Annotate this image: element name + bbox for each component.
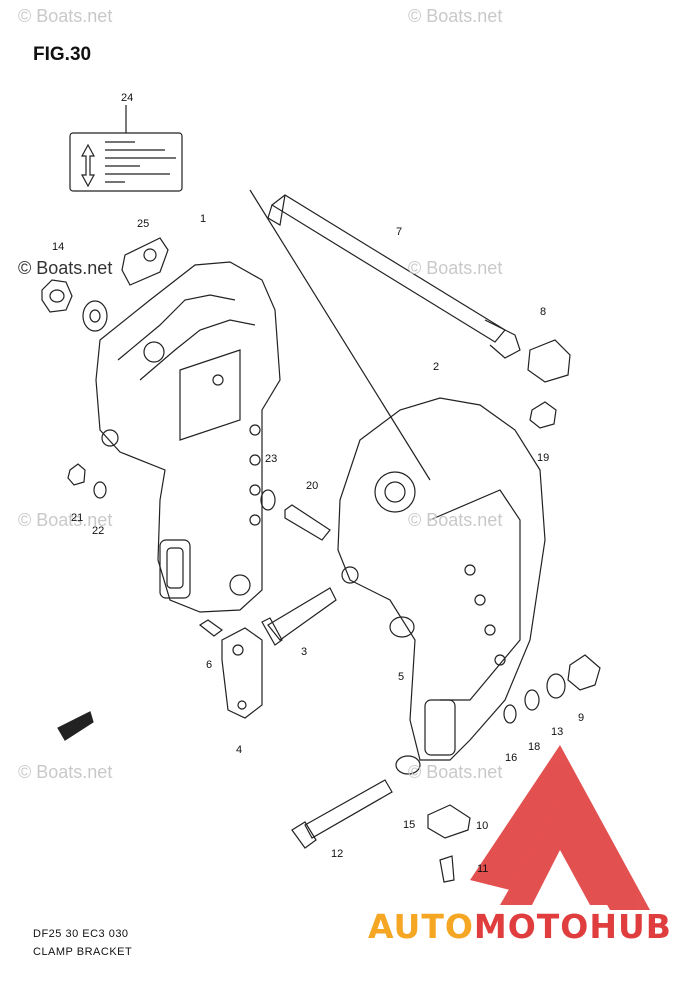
watermark: © Boats.net bbox=[408, 258, 503, 278]
callout-1: 1 bbox=[200, 213, 207, 225]
bolt-12 bbox=[304, 779, 393, 839]
callout-5: 5 bbox=[398, 671, 405, 683]
callout-22: 22 bbox=[92, 525, 105, 537]
callout-9: 9 bbox=[578, 712, 585, 724]
watermark: © Boats.net bbox=[18, 6, 113, 26]
clamp-bracket-left bbox=[95, 261, 281, 613]
callout-23: 23 bbox=[265, 453, 278, 465]
callout-11: 11 bbox=[477, 863, 489, 875]
washer-15 bbox=[395, 755, 421, 775]
plate-25 bbox=[121, 237, 169, 286]
watermark: © Boats.net bbox=[18, 762, 113, 782]
brand-logo: AUTOMOTOHUB bbox=[368, 907, 672, 946]
washer-23 bbox=[260, 489, 276, 511]
callout-15: 15 bbox=[403, 819, 416, 831]
callout-16: 16 bbox=[505, 752, 518, 764]
brand-logo-part1: AUTO bbox=[368, 907, 474, 946]
callout-2: 2 bbox=[433, 361, 440, 373]
cap-9 bbox=[567, 654, 601, 691]
washer-22 bbox=[93, 481, 107, 499]
callout-4: 4 bbox=[236, 744, 243, 756]
arrow-up-down-icon bbox=[80, 143, 96, 188]
block-10 bbox=[427, 804, 471, 839]
nut-8 bbox=[527, 339, 571, 383]
watermark: © Boats.net bbox=[408, 510, 503, 530]
nut-19 bbox=[529, 401, 557, 429]
callout-7: 7 bbox=[396, 226, 403, 238]
watermark: © Boats.net bbox=[408, 762, 503, 782]
washer-18 bbox=[524, 689, 540, 711]
callout-8: 8 bbox=[540, 306, 547, 318]
watermark: © Boats.net bbox=[18, 258, 113, 278]
bushing-13 bbox=[546, 673, 566, 699]
callout-20: 20 bbox=[306, 480, 319, 492]
washer-5 bbox=[389, 616, 415, 638]
callout-6: 6 bbox=[206, 659, 213, 671]
watermark: © Boats.net bbox=[18, 510, 113, 530]
logo-mark bbox=[470, 745, 650, 910]
figure-title: FIG.30 bbox=[33, 44, 92, 65]
callout-19: 19 bbox=[537, 452, 550, 464]
callout-13: 13 bbox=[551, 726, 564, 738]
pin-6 bbox=[198, 619, 224, 637]
diagram-name: CLAMP BRACKET bbox=[33, 946, 133, 958]
clamp-bracket-right bbox=[337, 397, 546, 761]
washer-14 bbox=[82, 300, 108, 332]
watermark: © Boats.net bbox=[408, 6, 503, 26]
callout-3: 3 bbox=[301, 646, 308, 658]
lever-4 bbox=[221, 627, 263, 719]
nut-21 bbox=[67, 463, 86, 486]
callout-21: 21 bbox=[71, 512, 84, 524]
diagram-code: DF25 30 EC3 030 bbox=[33, 928, 129, 940]
callout-14: 14 bbox=[52, 241, 65, 253]
brand-logo-part2: MOTO bbox=[473, 907, 590, 946]
nut-14 bbox=[41, 279, 73, 313]
callout-18: 18 bbox=[528, 741, 541, 753]
brand-logo-part3: HUB bbox=[589, 907, 672, 946]
callout-12: 12 bbox=[331, 848, 344, 860]
callout-10: 10 bbox=[476, 820, 489, 832]
pin-20 bbox=[284, 504, 331, 541]
callout-25: 25 bbox=[137, 218, 150, 230]
washer-16 bbox=[503, 704, 517, 724]
fwd-arrow-icon bbox=[57, 711, 94, 741]
callout-24: 24 bbox=[121, 92, 134, 104]
bolt-3 bbox=[267, 587, 337, 641]
screw-11 bbox=[439, 855, 455, 883]
